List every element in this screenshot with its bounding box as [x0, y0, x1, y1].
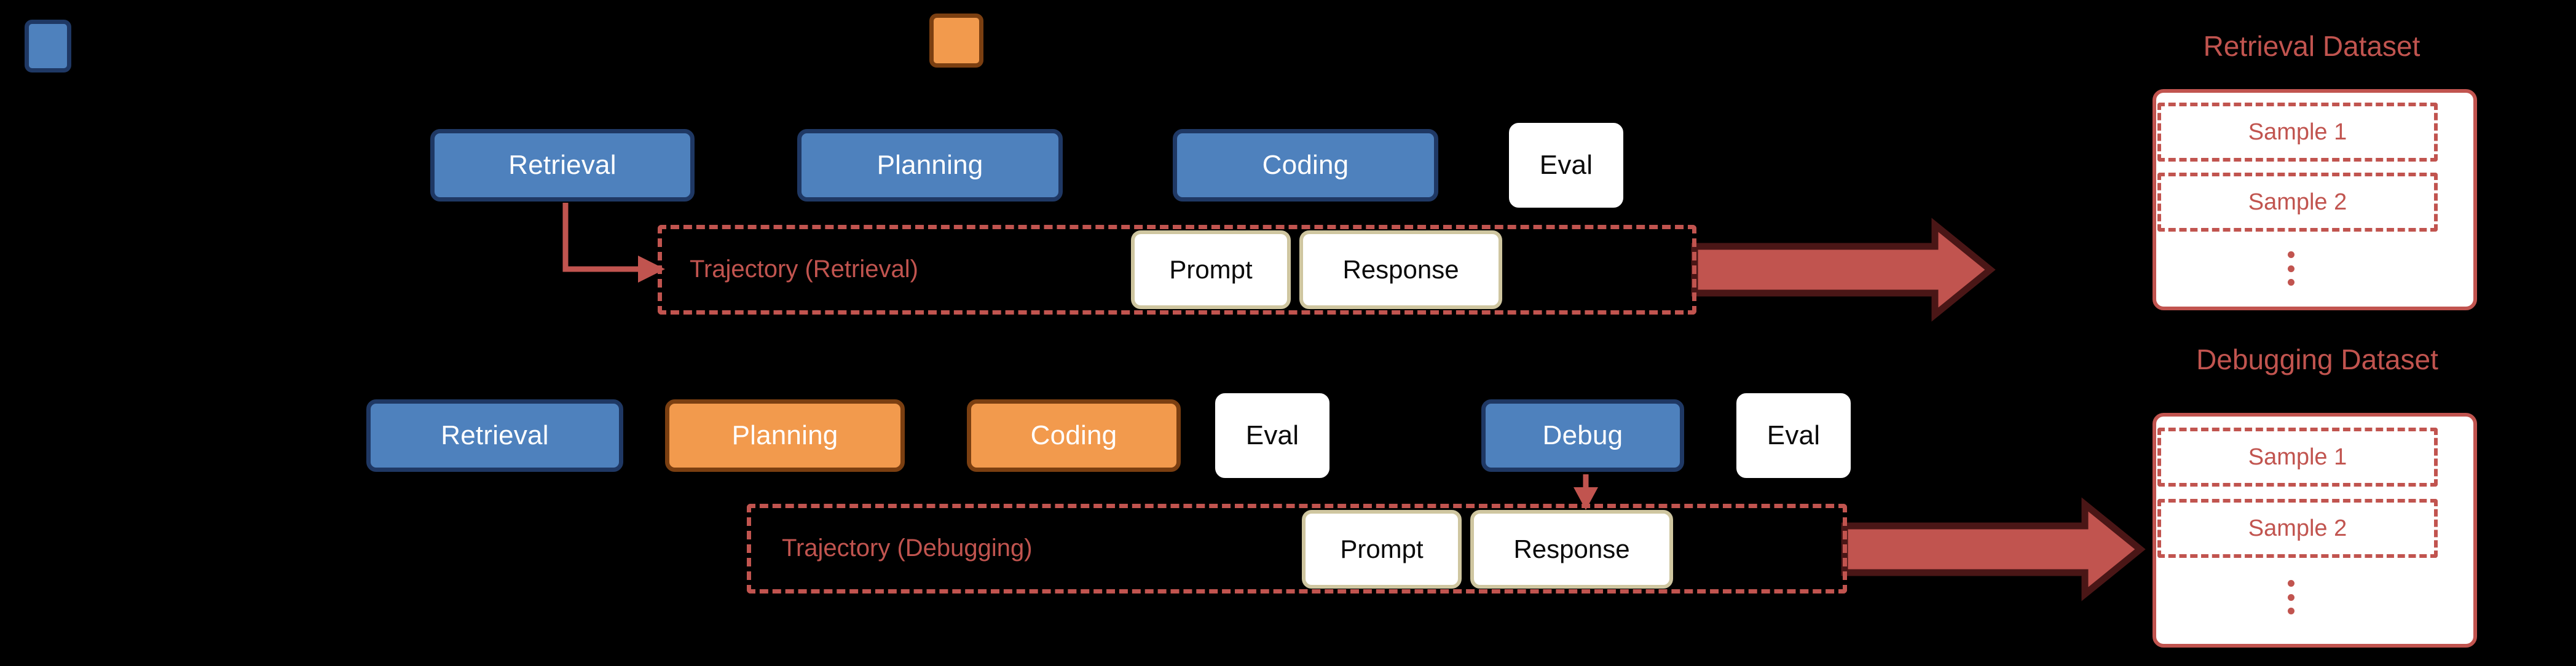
legend-swatch-blue [25, 20, 71, 72]
retrieval-dataset-title: Retrieval Dataset [2203, 30, 2420, 62]
chip-response-debugging[interactable]: Response [1470, 510, 1673, 589]
debugging-sample-row-1[interactable]: Sample 1 [2157, 428, 2438, 487]
stage-box-coding[interactable]: Coding [1173, 129, 1438, 202]
stage-box-label: Debug [1542, 420, 1623, 450]
legend-swatch-orange [929, 14, 983, 68]
sample-label: Sample 1 [2248, 119, 2347, 145]
sample-label: Sample 2 [2248, 189, 2347, 215]
sample-label: Sample 2 [2248, 515, 2347, 541]
debugging-dataset-title: Debugging Dataset [2196, 343, 2438, 375]
debugging-dataset-box: Sample 1 Sample 2 [2153, 413, 2477, 648]
chip-prompt-debugging[interactable]: Prompt [1302, 510, 1462, 589]
stage-box-eval-3[interactable]: Eval [1736, 393, 1851, 478]
stage-box-planning-2[interactable]: Planning [665, 399, 905, 472]
debugging-sample-row-2[interactable]: Sample 2 [2157, 499, 2438, 558]
stage-box-label: Eval [1245, 420, 1299, 450]
stage-box-label: Planning [876, 150, 983, 180]
chip-label: Response [1342, 255, 1459, 284]
stage-box-label: Retrieval [441, 420, 549, 450]
stage-box-label: Coding [1262, 150, 1349, 180]
stage-box-label: Planning [731, 420, 838, 450]
stage-box-label: Eval [1767, 420, 1821, 450]
stage-box-label: Eval [1539, 150, 1593, 180]
chip-label: Response [1513, 535, 1630, 563]
stage-box-label: Coding [1030, 420, 1117, 450]
stage-box-retrieval[interactable]: Retrieval [430, 129, 695, 202]
retrieval-dataset-box: Sample 1 Sample 2 [2153, 89, 2477, 310]
stage-box-coding-2[interactable]: Coding [967, 399, 1181, 472]
trajectory-debugging-box [747, 504, 1847, 594]
chip-response-retrieval[interactable]: Response [1299, 230, 1502, 309]
stage-box-eval-2[interactable]: Eval [1215, 393, 1329, 478]
trajectory-debugging-label: Trajectory (Debugging) [782, 535, 1033, 562]
sample-label: Sample 1 [2248, 444, 2347, 470]
retrieval-vertical-ellipsis-icon [2287, 251, 2294, 286]
stage-box-planning[interactable]: Planning [797, 129, 1063, 202]
retrieval-block-arrow [1691, 217, 1996, 322]
stage-box-debug[interactable]: Debug [1481, 399, 1684, 472]
retrieval-sample-row-1[interactable]: Sample 1 [2157, 103, 2438, 162]
trajectory-retrieval-box [658, 225, 1696, 315]
debugging-vertical-ellipsis-icon [2287, 580, 2294, 614]
stage-box-retrieval-2[interactable]: Retrieval [366, 399, 623, 472]
stage-box-label: Retrieval [508, 150, 616, 180]
debugging-block-arrow [1841, 497, 2146, 601]
stage-box-eval[interactable]: Eval [1509, 123, 1623, 208]
chip-prompt-retrieval[interactable]: Prompt [1131, 230, 1291, 309]
trajectory-retrieval-label: Trajectory (Retrieval) [690, 256, 918, 283]
retrieval-elbow-arrow [562, 203, 665, 283]
chip-label: Prompt [1340, 535, 1424, 563]
chip-label: Prompt [1169, 255, 1253, 284]
retrieval-sample-row-2[interactable]: Sample 2 [2157, 173, 2438, 232]
